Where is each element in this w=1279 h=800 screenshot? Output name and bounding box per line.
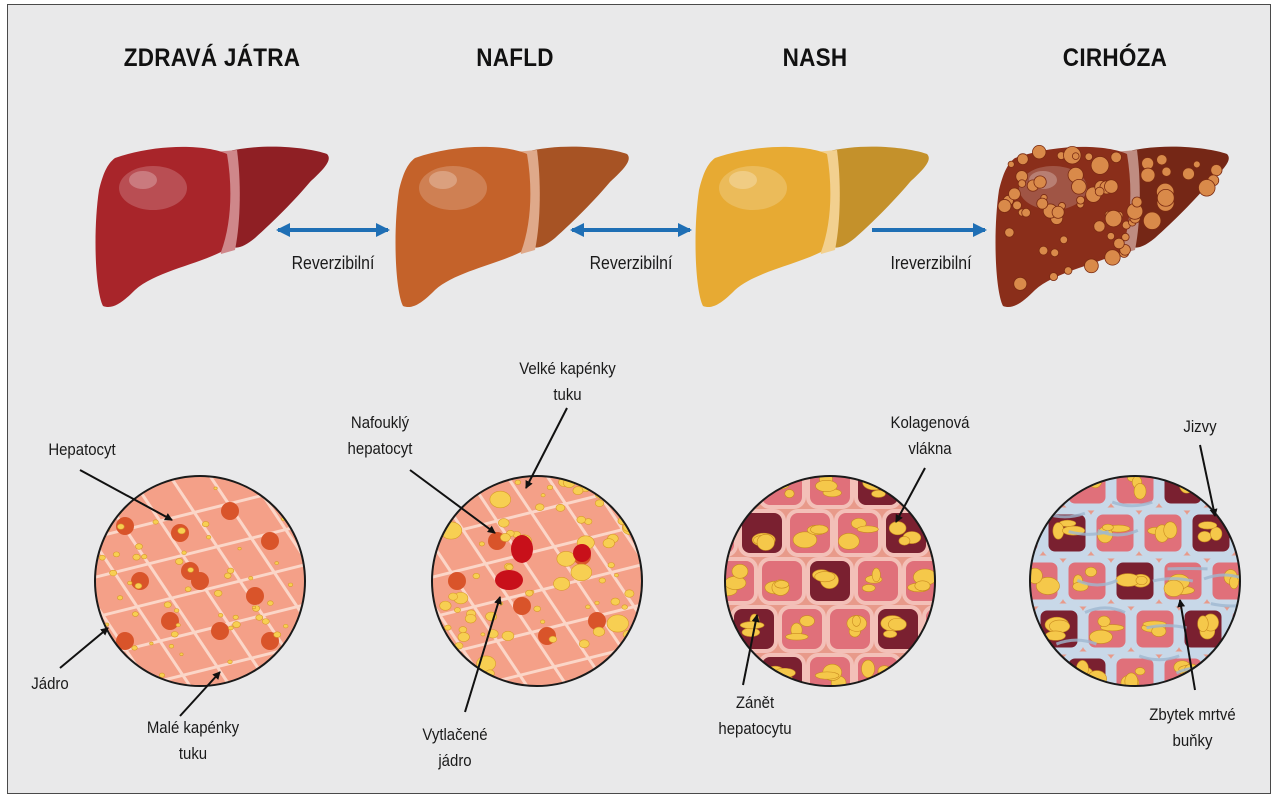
transition-label-3: Ireverzibilní [890, 253, 972, 273]
label-zanet: Zánět hepatocytu [718, 693, 792, 738]
pointer-nafoukly [409, 469, 496, 534]
stage-title-nafld: NAFLD [476, 44, 554, 72]
label-hepatocyt: Hepatocyt [48, 440, 116, 459]
histology-cirrhosis [1030, 476, 1240, 686]
stage-title-cirrhosis: CIRHÓZA [1062, 44, 1168, 72]
label-vytlacene: Vytlačené jádro [422, 725, 488, 770]
histology-healthy [95, 476, 305, 686]
pointer-velke-kapenky [525, 407, 568, 489]
label-velke-kapenky: Velké kapénky tuku [519, 359, 616, 404]
pointer-zbytek [1177, 599, 1196, 691]
label-nafoukly: Nafouklý hepatocyt [347, 413, 413, 458]
pointer-hepatocyt [79, 469, 173, 521]
pointer-kolagenova [895, 467, 926, 523]
label-jizvy: Jizvy [1183, 417, 1217, 436]
stage-title-healthy: ZDRAVÁ JÁTRA [123, 44, 301, 72]
label-kolagenova: Kolagenová vlákna [890, 413, 970, 458]
pointer-male-kapenky [179, 671, 221, 717]
transition-label-1: Reverzibilní [291, 253, 375, 273]
stage-title-nash: NASH [782, 44, 848, 72]
liver-cirrhosis [995, 144, 1229, 308]
pointer-vytlacene [464, 596, 502, 713]
liver-nafld [395, 146, 629, 308]
label-zbytek: Zbytek mrtvé buňky [1149, 705, 1236, 750]
label-jadro: Jádro [31, 674, 69, 693]
histology-nash [725, 476, 935, 686]
transition-label-2: Reverzibilní [589, 253, 673, 273]
pointer-zanet [742, 614, 760, 686]
liver-healthy [95, 146, 329, 308]
liver-nash [695, 146, 929, 308]
pointer-jizvy [1199, 444, 1218, 517]
label-male-kapenky: Malé kapénky tuku [146, 718, 240, 763]
pointer-jadro [59, 627, 109, 669]
